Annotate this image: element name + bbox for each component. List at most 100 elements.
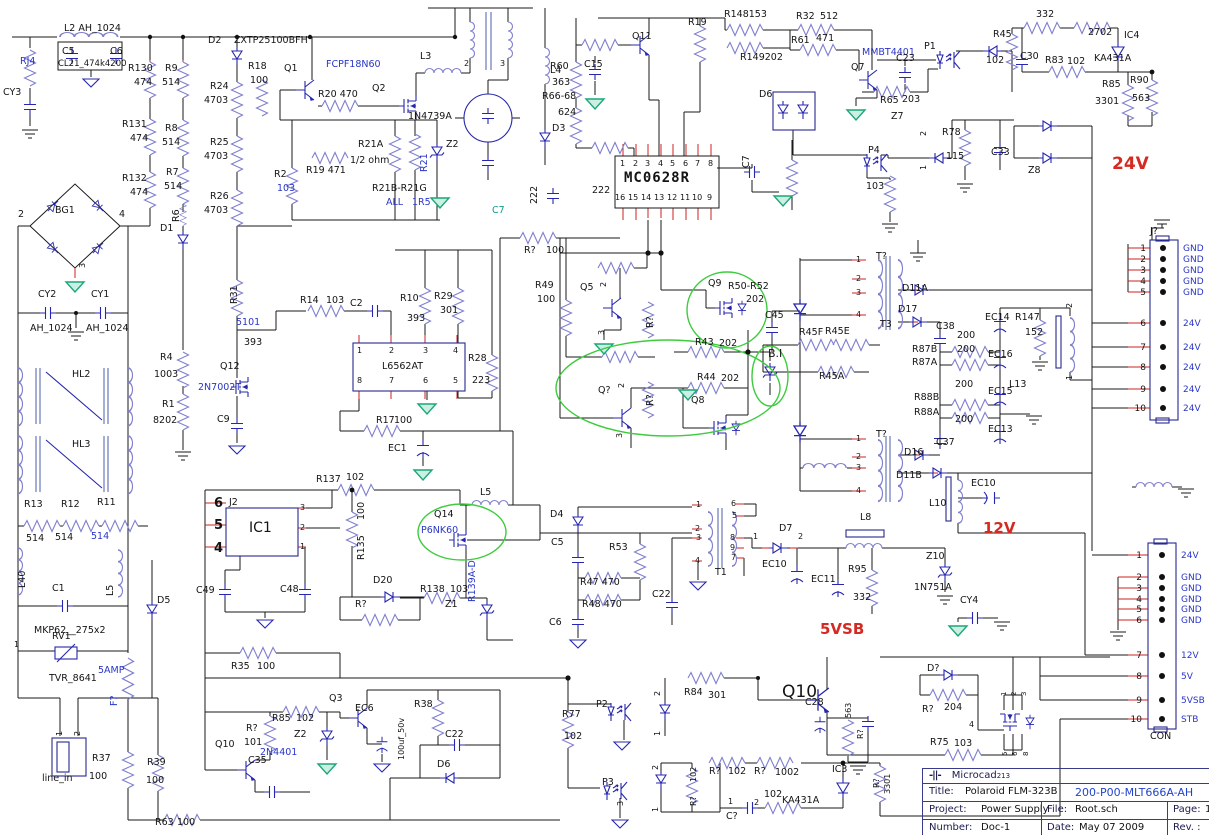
schematic-label: 1 <box>728 797 734 806</box>
connector-pin-net: GND <box>1181 616 1202 626</box>
schematic-label: 102 <box>986 55 1005 66</box>
schematic-label: 1002 <box>775 767 800 778</box>
schematic-label: 332 <box>853 592 872 603</box>
date-label: Date: <box>1047 822 1075 833</box>
schematic-label: 2702 <box>1088 27 1113 38</box>
schematic-label: P4 <box>868 145 880 156</box>
schematic-label: 1 <box>856 434 862 443</box>
schematic-label: 3 <box>616 800 625 806</box>
schematic-label: Z8 <box>1028 165 1041 176</box>
schematic-label: L5 <box>105 584 116 596</box>
schematic-label: R138 <box>420 584 445 595</box>
schematic-label: R12 <box>61 499 80 510</box>
schematic-label: 3 <box>1020 691 1028 696</box>
schematic-label: F? <box>109 695 120 706</box>
schematic-label: BG1 <box>55 205 75 216</box>
schematic-label: R43 <box>695 337 714 348</box>
schematic-label: 6 <box>423 376 429 385</box>
schematic-label: 4 <box>856 486 862 495</box>
connector-pin-number: 6 <box>1140 319 1146 329</box>
schematic-label: R10 <box>400 293 419 304</box>
connector-pin-net: 12V <box>1181 651 1199 661</box>
schematic-label: 3 <box>300 503 306 512</box>
schematic-label: R2 <box>274 169 287 180</box>
schematic-label: 332 <box>1036 9 1055 20</box>
schematic-label: C2 <box>350 298 363 309</box>
schematic-label: 204 <box>944 702 963 713</box>
schematic-label: 514 <box>162 137 181 148</box>
schematic-label: D6 <box>437 759 451 770</box>
connector-pin-net: GND <box>1183 255 1204 265</box>
schematic-label: line_in <box>42 773 73 784</box>
schematic-label: D3 <box>552 123 566 134</box>
schematic-label: EC1 <box>388 443 407 454</box>
schematic-label: R24 <box>210 81 229 92</box>
schematic-label: 3301 <box>883 773 892 794</box>
schematic-label: Z10 <box>926 551 945 562</box>
schematic-label: 3301 <box>1095 96 1120 107</box>
schematic-label: C? <box>726 811 738 822</box>
schematic-label: 514 <box>91 531 110 542</box>
schematic-label: 102 <box>689 766 698 782</box>
schematic-label: R85 <box>272 713 291 724</box>
schematic-label: 6 <box>683 159 689 168</box>
schematic-label: Z7 <box>891 111 904 122</box>
connector-pin-number: 9 <box>1136 696 1142 706</box>
schematic-label: 2 <box>1010 691 1018 696</box>
schematic-label: 393 <box>407 313 426 324</box>
schematic-label: IC3 <box>832 764 848 775</box>
schematic-label: 103 <box>866 181 885 192</box>
schematic-label: 2 <box>653 690 662 696</box>
schematic-label: 6 <box>731 499 737 508</box>
schematic-label: 474 <box>130 133 149 144</box>
connector-pin-net: GND <box>1181 595 1202 605</box>
schematic-label: R? <box>709 766 721 777</box>
schematic-label: R37 <box>92 753 111 764</box>
schematic-label: 100 <box>537 294 556 305</box>
connector-pin-net: 5V <box>1181 672 1193 682</box>
schematic-label: 7 <box>731 553 737 562</box>
schematic-label: R? <box>689 796 698 806</box>
schematic-label: R14 <box>300 295 319 306</box>
schematic-label: C1 <box>52 583 65 594</box>
schematic-label: D17 <box>898 304 918 315</box>
schematic-label: C28 <box>805 697 824 708</box>
schematic-label: EC15 <box>988 386 1013 397</box>
connector-pin-net: STB <box>1181 715 1199 725</box>
schematic-label: D20 <box>373 575 393 586</box>
schematic-label: R? <box>754 766 766 777</box>
schematic-label: RV1 <box>52 631 71 642</box>
schematic-label: 4703 <box>204 205 229 216</box>
schematic-label: C45 <box>765 310 784 321</box>
schematic-label: EC11 <box>811 574 836 585</box>
schematic-label: R130 <box>128 63 153 74</box>
schematic-label: 1N4739A <box>408 111 452 122</box>
schematic-label: 1 <box>753 532 759 541</box>
schematic-label: L13 <box>1009 379 1027 390</box>
schematic-label: T1 <box>715 567 727 578</box>
schematic-label: R77 <box>562 709 581 720</box>
schematic-label: 200 <box>955 414 974 425</box>
schematic-label: 1 <box>55 730 64 736</box>
connector-con <box>1147 538 1177 733</box>
schematic-label: CON <box>1150 731 1172 742</box>
schematic-label: 202 <box>746 294 765 305</box>
schematic-label: 100 <box>89 771 108 782</box>
schematic-label: 5 <box>214 518 224 533</box>
schematic-label: 4 <box>856 310 862 319</box>
schematic-label: P6NK60 <box>421 525 459 536</box>
schematic-label: C38 <box>936 321 955 332</box>
schematic-label: 2 <box>1065 302 1074 308</box>
schematic-label: 4 <box>119 209 126 220</box>
connector-pin-net: GND <box>1181 584 1202 594</box>
schematic-label: 2 <box>300 523 306 532</box>
schematic-label: 8 <box>357 376 363 385</box>
schematic-label: 12 <box>667 193 678 202</box>
schematic-label: R45A <box>819 371 845 382</box>
schematic-label: CL21_474k4200 <box>58 59 127 69</box>
connector-pin-number: 7 <box>1136 651 1142 661</box>
schematic-label: R85 <box>1102 79 1121 90</box>
schematic-label: R17 <box>376 415 395 426</box>
schematic-label: R60 <box>550 61 569 72</box>
schematic-label: L8 <box>860 512 872 523</box>
